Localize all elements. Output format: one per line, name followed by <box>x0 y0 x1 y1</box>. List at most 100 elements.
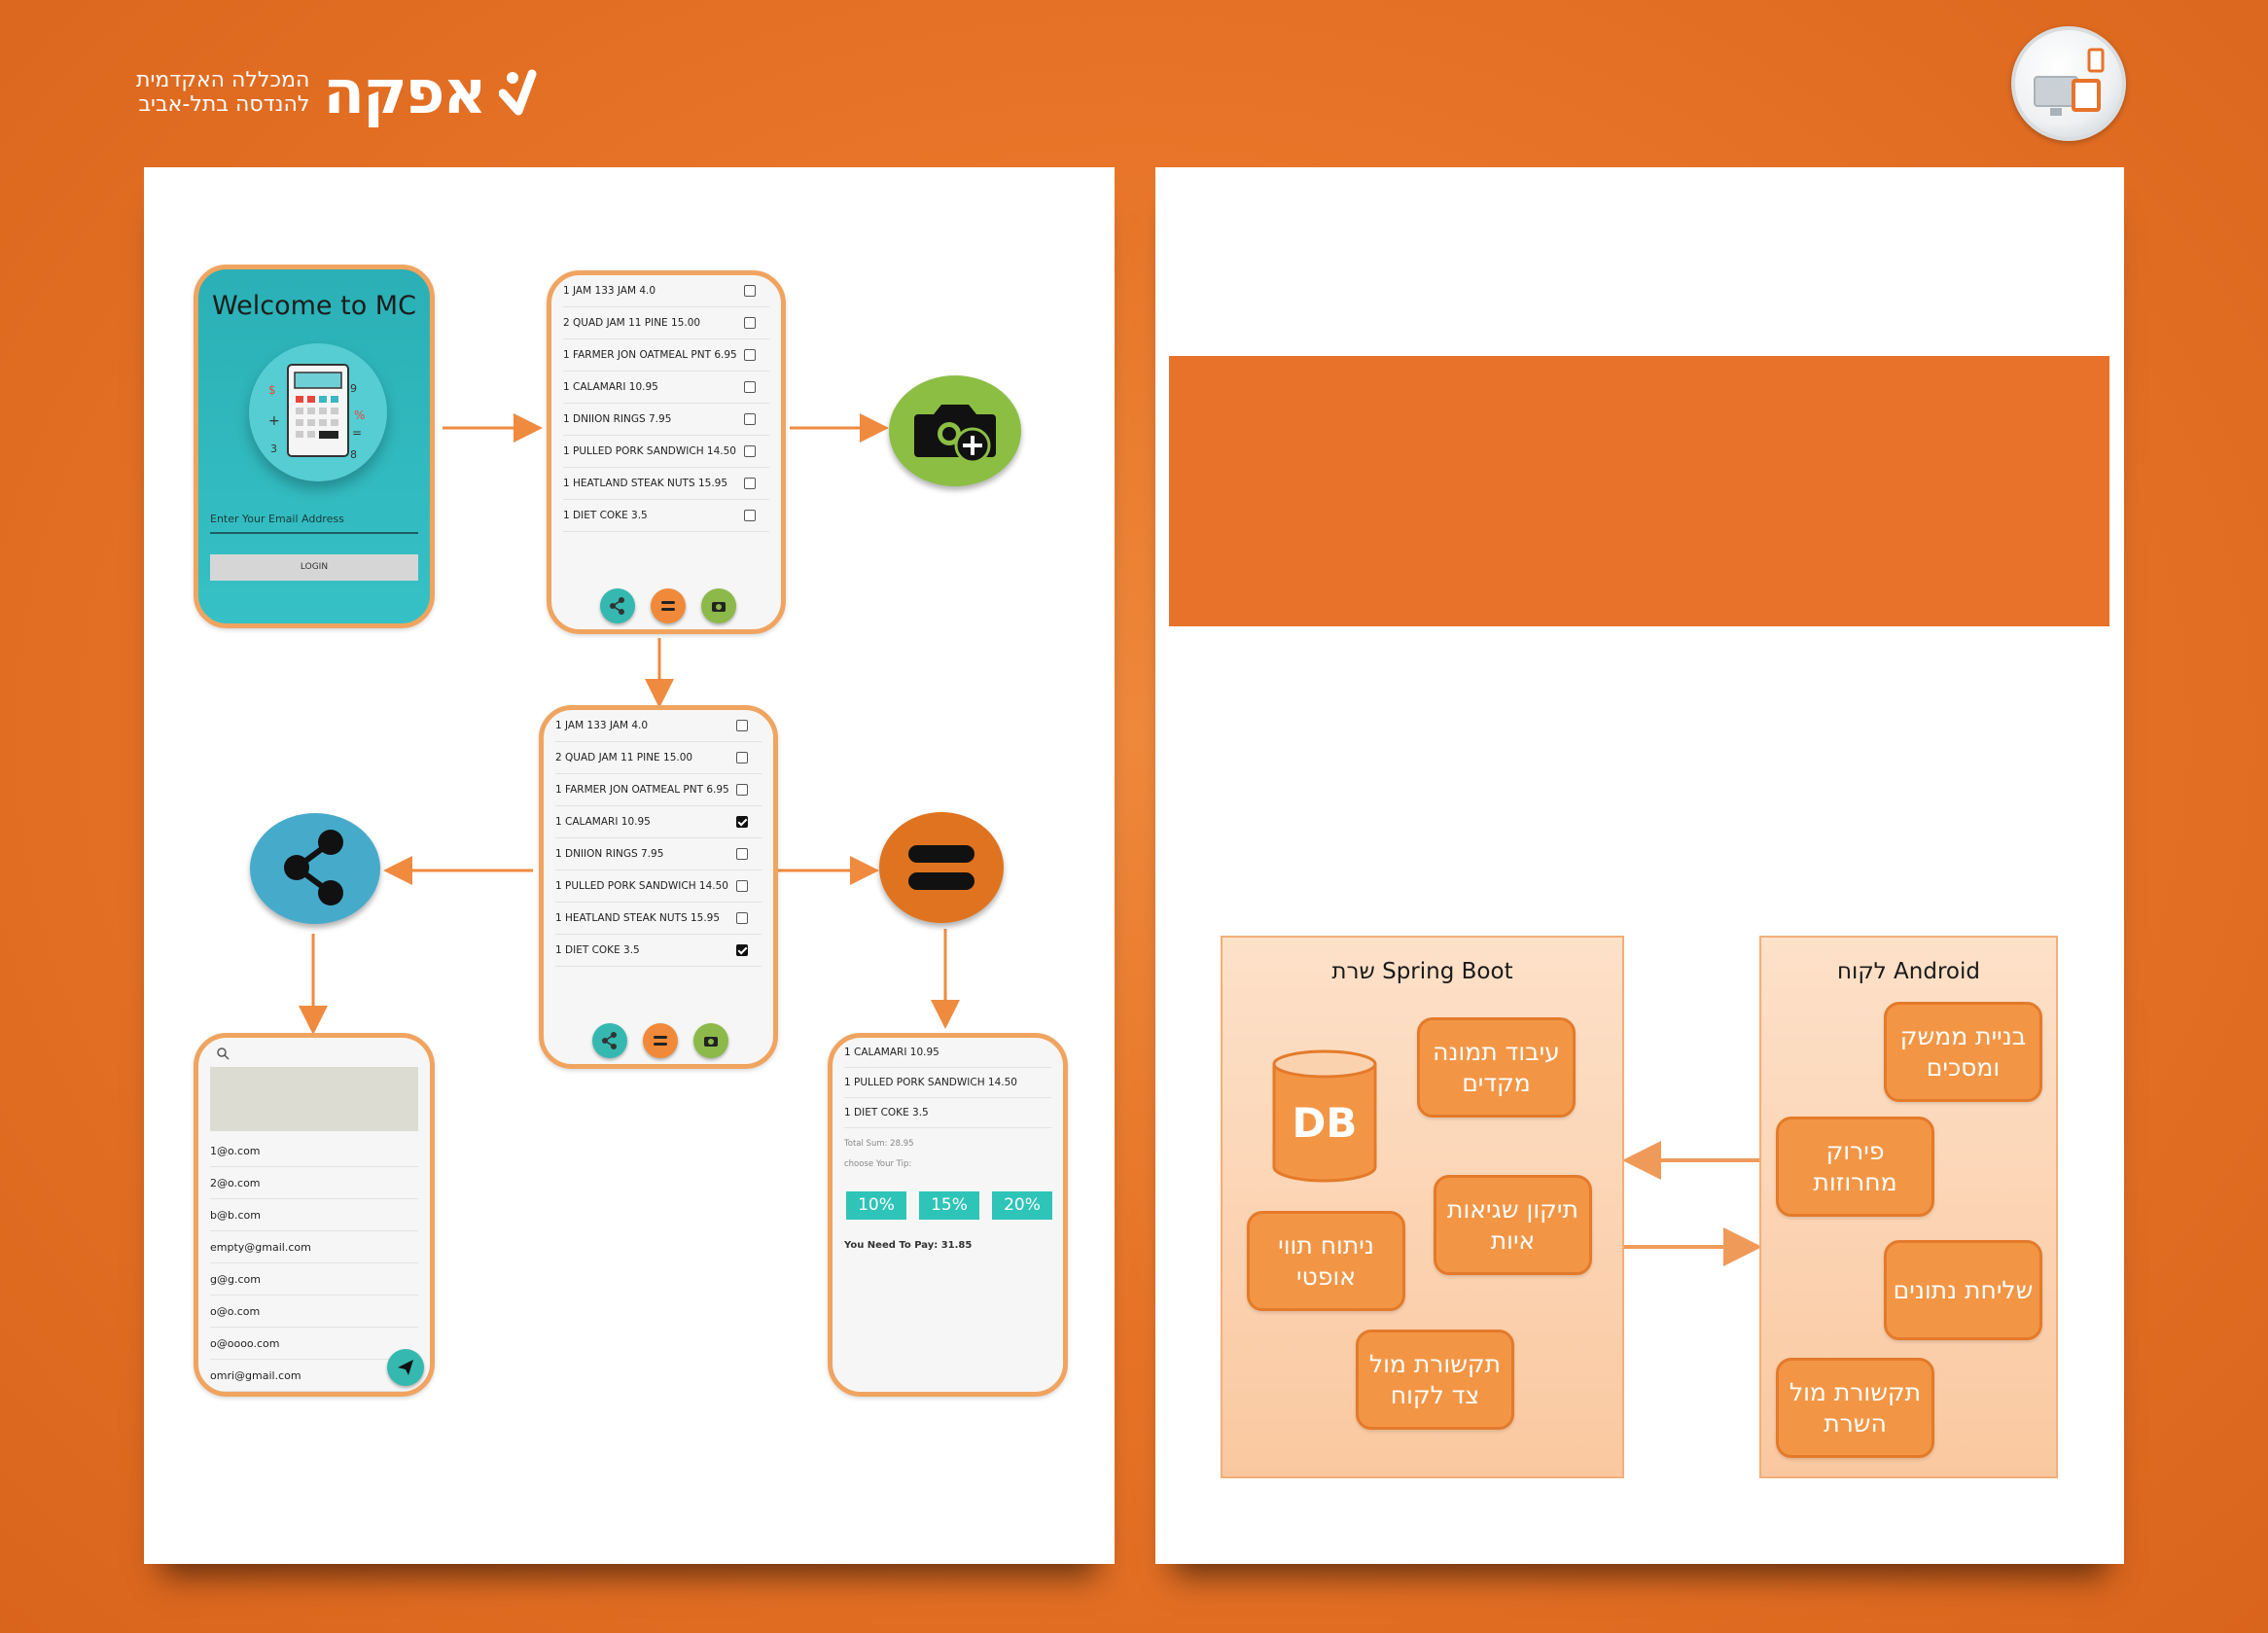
item-checkbox[interactable] <box>736 752 748 763</box>
server-module-image-preprocessing: עיבוד תמונה מקדים <box>1417 1017 1576 1118</box>
orange-banner <box>1169 356 2109 626</box>
list-item[interactable]: 1 DIET COKE 3.5 <box>555 935 762 967</box>
client-title: Android לקוח <box>1837 959 1980 984</box>
svg-text:3: 3 <box>270 443 277 455</box>
svg-text:$: $ <box>268 383 276 397</box>
list-item[interactable]: 1 JAM 133 JAM 4.0 <box>555 710 762 742</box>
email-input[interactable]: Enter Your Email Address <box>210 513 418 534</box>
list-item[interactable]: 2 QUAD JAM 11 PINE 15.00 <box>555 742 762 774</box>
list-item-label: 1 DNIION RINGS 7.95 <box>563 413 672 425</box>
db-label: DB <box>1292 1099 1358 1147</box>
share-icon <box>602 1032 617 1049</box>
item-checkbox[interactable] <box>744 349 756 361</box>
item-checkbox[interactable] <box>736 880 748 892</box>
item-checkbox[interactable] <box>736 720 748 731</box>
list-item[interactable]: 1 JAM 133 JAM 4.0 <box>563 275 769 307</box>
amount-to-pay: You Need To Pay: 31.85 <box>844 1240 973 1251</box>
list-item[interactable]: o@o.com <box>210 1296 418 1328</box>
tip-20-button[interactable]: 20% <box>992 1191 1052 1220</box>
list-item[interactable]: 1 FARMER JON OATMEAL PNT 6.95 <box>563 339 769 372</box>
svg-text:9: 9 <box>350 382 357 395</box>
camera-icon <box>712 602 726 612</box>
list-item[interactable]: 1 PULLED PORK SANDWICH 14.50 <box>563 436 769 468</box>
list-item[interactable]: empty@gmail.com <box>210 1231 418 1263</box>
equals-fab[interactable] <box>651 588 686 623</box>
server-module-ocr: ניתוח תווי אופטי <box>1247 1211 1405 1311</box>
item-checkbox[interactable] <box>744 478 756 489</box>
camera-icon <box>704 1037 718 1047</box>
share-icon <box>610 597 624 615</box>
list-item[interactable]: 1 FARMER JON OATMEAL PNT 6.95 <box>555 774 762 806</box>
tip-15-button[interactable]: 15% <box>919 1191 979 1220</box>
item-checkbox[interactable] <box>744 413 756 425</box>
camera-fab[interactable] <box>701 588 736 623</box>
item-checkbox[interactable] <box>744 317 756 329</box>
database-icon: DB <box>1270 1048 1379 1185</box>
login-button[interactable]: LOGIN <box>210 554 418 581</box>
list-item[interactable]: omri@gmail.com <box>210 1360 418 1392</box>
item-checkbox[interactable] <box>736 848 748 860</box>
list-item[interactable]: 2@o.com <box>210 1167 418 1199</box>
list-item[interactable]: 1 DNIION RINGS 7.95 <box>563 404 769 436</box>
list-item-label: 2 QUAD JAM 11 PINE 15.00 <box>555 752 693 763</box>
list-item-label: 1 DNIION RINGS 7.95 <box>555 848 664 860</box>
login-phone-screen: Welcome to MC $ 9 + % = 3 8 Enter Your E… <box>194 265 435 628</box>
share-fab[interactable] <box>600 588 635 623</box>
item-checkbox[interactable] <box>744 381 756 393</box>
welcome-title: Welcome to MC <box>212 291 416 321</box>
logo-wordmark: אפקה <box>323 56 486 127</box>
item-checkbox[interactable] <box>736 784 748 796</box>
list-item[interactable]: 1 HEATLAND STEAK NUTS 15.95 <box>563 468 769 500</box>
item-checkbox[interactable] <box>736 912 748 924</box>
list-item-label: 1 CALAMARI 10.95 <box>563 381 658 393</box>
list-item-label: 1 HEATLAND STEAK NUTS 15.95 <box>555 912 721 924</box>
list-item: 1 DIET COKE 3.5 <box>844 1098 1051 1128</box>
equals-fab[interactable] <box>643 1023 678 1058</box>
list-item[interactable]: 1 CALAMARI 10.95 <box>563 372 769 404</box>
list-item[interactable]: 1 DIET COKE 3.5 <box>563 500 769 532</box>
list-item[interactable]: 1 PULLED PORK SANDWICH 14.50 <box>555 870 762 903</box>
send-fab[interactable] <box>387 1349 424 1386</box>
list-item-label: 1 DIET COKE 3.5 <box>555 944 640 956</box>
list-item[interactable]: b@b.com <box>210 1199 418 1231</box>
tip-10-button[interactable]: 10% <box>846 1191 906 1220</box>
list-item-label: 1 PULLED PORK SANDWICH 14.50 <box>555 880 728 892</box>
list-item[interactable]: 1@o.com <box>210 1135 418 1167</box>
logo-subtitle: המכללה האקדמית להנדסה בתל-אביב <box>136 68 309 118</box>
list-item[interactable]: 1 CALAMARI 10.95 <box>555 806 762 838</box>
client-module-server-communication: תקשורת מול השרת <box>1776 1358 1934 1458</box>
list-item: 1 CALAMARI 10.95 <box>844 1038 1051 1068</box>
item-checkbox[interactable] <box>744 445 756 457</box>
item-checkbox[interactable] <box>744 510 756 521</box>
camera-fab[interactable] <box>693 1023 728 1058</box>
svg-text:8: 8 <box>350 448 357 461</box>
svg-text:=: = <box>352 426 362 440</box>
list-item[interactable]: o@oooo.com <box>210 1328 418 1360</box>
svg-text:+: + <box>268 413 280 429</box>
list-item[interactable]: 1 DNIION RINGS 7.95 <box>555 838 762 870</box>
share-fab[interactable] <box>592 1023 627 1058</box>
list-item-label: 1 JAM 133 JAM 4.0 <box>563 285 656 297</box>
svg-text:%: % <box>354 408 365 422</box>
camera-add-circle <box>889 375 1021 486</box>
selection-phone-screen: 1 JAM 133 JAM 4.0 2 QUAD JAM 11 PINE 15.… <box>539 705 778 1069</box>
equals-large-icon <box>908 845 975 890</box>
list-item-label: 1 FARMER JON OATMEAL PNT 6.95 <box>555 784 729 796</box>
list-item: 1 PULLED PORK SANDWICH 14.50 <box>844 1068 1051 1098</box>
logo-subtitle-line1: המכללה האקדמית <box>136 67 310 92</box>
search-icon[interactable] <box>216 1046 230 1064</box>
list-item[interactable]: 1 HEATLAND STEAK NUTS 15.95 <box>555 903 762 935</box>
list-item-label: 2 QUAD JAM 11 PINE 15.00 <box>563 317 701 329</box>
receipt-phone-screen: 1 JAM 133 JAM 4.0 2 QUAD JAM 11 PINE 15.… <box>547 270 786 634</box>
equals-icon <box>654 1036 667 1046</box>
equals-circle <box>879 812 1004 923</box>
list-item[interactable]: 2 QUAD JAM 11 PINE 15.00 <box>563 307 769 339</box>
email-share-phone-screen: 1@o.com 2@o.com b@b.com empty@gmail.com … <box>194 1033 435 1397</box>
item-checkbox-checked[interactable] <box>736 816 748 828</box>
choose-tip-label: choose Your Tip: <box>844 1159 912 1169</box>
item-checkbox-checked[interactable] <box>736 944 748 956</box>
share-circle <box>250 813 380 924</box>
list-item[interactable]: g@g.com <box>210 1263 418 1296</box>
item-checkbox[interactable] <box>744 285 756 297</box>
